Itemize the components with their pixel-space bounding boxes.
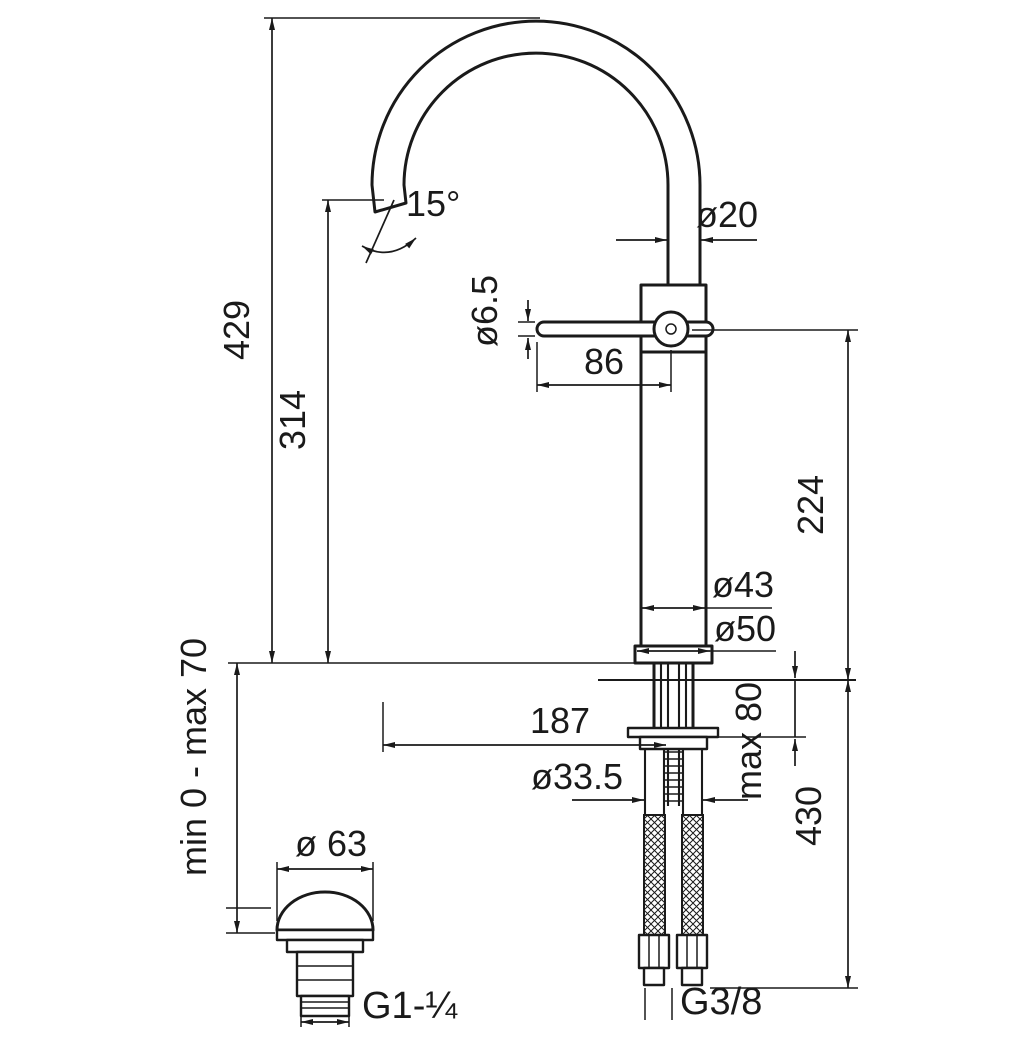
drain-flange bbox=[275, 928, 375, 942]
ext-lines bbox=[518, 321, 535, 337]
drain-thread-section bbox=[299, 994, 351, 1018]
dim-lever-diameter-label: ø6.5 bbox=[464, 275, 505, 347]
dim-lever-length-label: 86 bbox=[584, 341, 624, 382]
threaded-shank bbox=[652, 661, 695, 730]
drain-seal-plate bbox=[285, 938, 365, 954]
dim-spout-angle: 15° bbox=[361, 183, 460, 264]
dim-drain-cap-diameter: ø 63 bbox=[276, 823, 374, 921]
drain-thread-ticks bbox=[301, 1001, 349, 1009]
dim-hose-length-label: 430 bbox=[788, 786, 829, 846]
dim-spout-angle-label: 15° bbox=[406, 183, 460, 224]
dim-drain-adjust-range-label: min 0 - max 70 bbox=[173, 638, 214, 876]
dim-lever-diameter: ø6.5 bbox=[464, 275, 535, 359]
dim-spout-height: 314 bbox=[272, 199, 384, 663]
clamping-flange bbox=[626, 726, 720, 739]
braided-hose-right bbox=[681, 814, 704, 936]
pivot-screw bbox=[665, 323, 677, 335]
dim-supply-thread: G3/8 bbox=[644, 981, 762, 1023]
dim-total-height: 429 bbox=[216, 17, 540, 663]
dim-spout-reach-label: 187 bbox=[530, 700, 590, 741]
dim-drain-thread-label: G1-¼ bbox=[362, 985, 458, 1027]
dimension-annotations: 429 314 15° ø20 ø6.5 86 bbox=[173, 17, 858, 1027]
hose-end-collar-right bbox=[680, 966, 704, 987]
lever-pivot-ball bbox=[652, 310, 690, 348]
hex-facet-lines bbox=[648, 935, 698, 968]
drain-dome-cap bbox=[275, 890, 375, 932]
hose-hex-fitting-right bbox=[675, 933, 709, 970]
shank-inner-lines bbox=[659, 663, 688, 728]
ext-lines-bottom bbox=[226, 907, 275, 934]
angle-arc bbox=[361, 237, 417, 255]
dim-body-diameter-label: ø43 bbox=[712, 564, 774, 605]
fixing-rod-thread-ticks bbox=[665, 751, 682, 802]
dim-pipe-diameter-label: ø20 bbox=[696, 194, 758, 235]
dim-hole-diameter: ø33.5 bbox=[531, 756, 748, 803]
dim-max-deck-thickness-label: max 80 bbox=[728, 682, 769, 800]
hose-end-collar-left bbox=[642, 966, 666, 987]
dim-base-diameter: ø50 bbox=[637, 608, 776, 654]
mounting-hardware bbox=[626, 661, 720, 806]
drain-body-lines bbox=[297, 965, 353, 981]
spout-tube bbox=[370, 19, 702, 287]
dim-body-height: 224 bbox=[692, 329, 858, 680]
dim-drain-thread: G1-¼ bbox=[300, 985, 458, 1027]
dim-max-deck-thickness: max 80 bbox=[712, 651, 806, 800]
handle-lever bbox=[535, 310, 715, 348]
dim-supply-thread-label: G3/8 bbox=[680, 981, 762, 1023]
dim-drain-adjust-range: min 0 - max 70 bbox=[173, 638, 275, 934]
dim-hole-diameter-label: ø33.5 bbox=[531, 756, 623, 797]
supply-hoses bbox=[637, 749, 709, 987]
dim-spout-pipe-diameter: ø20 bbox=[616, 194, 758, 243]
dim-spout-height-label: 314 bbox=[272, 390, 313, 450]
mounting-nut bbox=[638, 735, 709, 751]
drain-body bbox=[295, 950, 355, 998]
ext-lines bbox=[644, 988, 673, 1020]
hose-smooth-section bbox=[643, 749, 704, 815]
dim-spout-reach: 187 bbox=[382, 700, 666, 752]
faucet-base-ring bbox=[633, 644, 714, 665]
braided-hose-left bbox=[643, 814, 666, 936]
dim-base-diameter-label: ø50 bbox=[714, 608, 776, 649]
dim-hose-length: 430 bbox=[710, 680, 858, 989]
dim-drain-cap-diameter-label: ø 63 bbox=[295, 823, 367, 864]
dim-total-height-label: 429 bbox=[216, 300, 257, 360]
dim-lever-length: 86 bbox=[536, 341, 672, 392]
dim-body-diameter: ø43 bbox=[642, 564, 774, 611]
hose-hex-fitting-left bbox=[637, 933, 671, 970]
mounting-deck bbox=[228, 662, 856, 682]
dim-body-height-label: 224 bbox=[790, 475, 831, 535]
drain-assembly bbox=[275, 890, 375, 1018]
gooseneck-spout bbox=[370, 19, 702, 287]
